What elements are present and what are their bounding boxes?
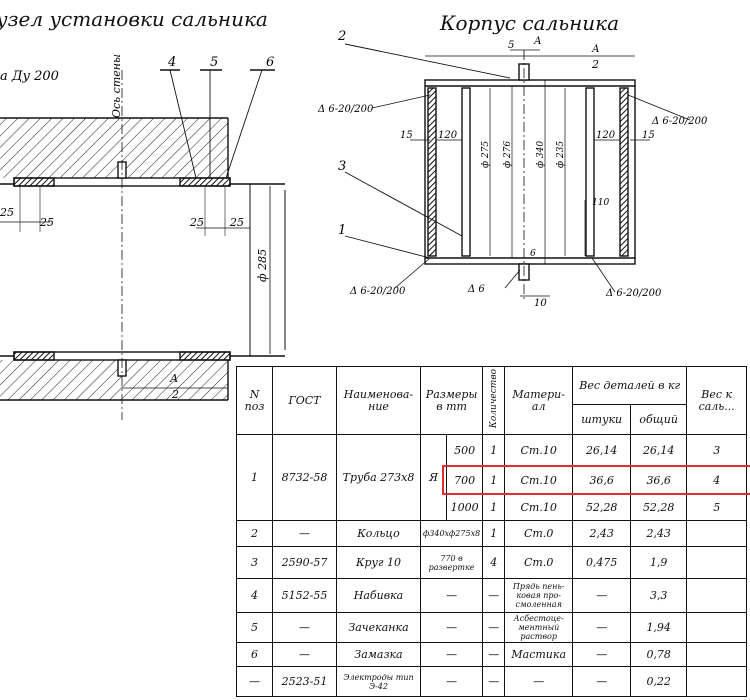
dim-d276: ф 276 bbox=[503, 141, 513, 168]
table-row: 6 — Замазка — — Мастика — 0,78 bbox=[236, 642, 748, 667]
dim-15-left: 15 bbox=[400, 130, 413, 141]
pipe-label: а Ду 200 bbox=[0, 69, 59, 84]
dim-120-left: 120 bbox=[438, 130, 458, 141]
dim-5: 5 bbox=[508, 40, 514, 51]
dim-120-right: 120 bbox=[596, 130, 616, 141]
callout-4: 4 bbox=[167, 55, 176, 70]
header-row: N поз ГОСТ Наименова- ние Размеры в mm К… bbox=[236, 366, 748, 435]
highlight-box bbox=[442, 465, 750, 495]
callout-5: 5 bbox=[210, 55, 218, 70]
weld-bottom-right: Δ 6-20/200 bbox=[605, 288, 662, 299]
dim-25-c: 25 bbox=[189, 216, 204, 229]
weld-top-left: Δ 6-20/200 bbox=[317, 104, 374, 115]
dim-25-a: 25 bbox=[0, 206, 14, 219]
section-label: А bbox=[169, 372, 178, 385]
weld-top-right: Δ 6-20/200 bbox=[651, 116, 708, 127]
callout-6: 6 bbox=[266, 55, 274, 70]
table-row: 4 5152-55 Набивка — — Прядь пень- ковая … bbox=[236, 578, 748, 613]
header-weight-each: штуки bbox=[572, 404, 632, 435]
table-row: — 2523-51 Электроды тип Э-42 — — — — 0,2… bbox=[236, 666, 748, 697]
header-gost: ГОСТ bbox=[272, 366, 337, 435]
title-right: Корпус сальника bbox=[439, 11, 619, 35]
dim-6: 6 bbox=[530, 249, 536, 259]
table-row: 5 — Зачеканка — — Асбестоце- ментный рас… bbox=[236, 612, 748, 643]
table-row: 3 2590-57 Круг 10 770 в развертке 4 Ст.0… bbox=[236, 546, 748, 579]
header-size: Размеры в mm bbox=[419, 366, 484, 435]
header-extra: Вес к саль... bbox=[686, 366, 748, 435]
section-a-2: А bbox=[591, 44, 600, 55]
header-pos: N поз bbox=[236, 366, 273, 435]
table-row: 2 — Кольцо ф340хф275х8 1 Ст.0 2,43 2,43 bbox=[236, 520, 748, 547]
left-view bbox=[0, 69, 286, 420]
dim-2-top: 2 bbox=[591, 58, 599, 71]
table-row: 1 8732-58 Труба 273x8 Я 500 1 Ст.10 26,1… bbox=[236, 434, 748, 521]
header-material: Матери- ал bbox=[504, 366, 574, 435]
header-weight-group: Вес деталей в кг bbox=[572, 366, 688, 405]
dim-d340: ф 340 bbox=[536, 141, 546, 168]
dim-25-d: 25 bbox=[229, 216, 244, 229]
weld-bottom-center: Δ 6 bbox=[467, 284, 485, 295]
header-weight-total: общий bbox=[630, 404, 688, 435]
dim-2: 2 bbox=[171, 388, 179, 401]
dim-d235: ф 235 bbox=[556, 141, 566, 168]
weld-bottom-left: Δ 6-20/200 bbox=[349, 286, 406, 297]
dim-15-right: 15 bbox=[642, 130, 655, 141]
callout-2: 2 bbox=[337, 29, 346, 44]
specification-table: N поз ГОСТ Наименова- ние Размеры в mm К… bbox=[236, 366, 748, 697]
dim-d285: ф 285 bbox=[256, 249, 269, 282]
dim-10: 10 bbox=[534, 298, 547, 309]
callout-1: 1 bbox=[338, 223, 346, 238]
header-name: Наименова- ние bbox=[336, 366, 421, 435]
dim-25-b: 25 bbox=[39, 216, 54, 229]
dim-110: 110 bbox=[592, 198, 609, 208]
right-view bbox=[344, 43, 691, 300]
callout-3: 3 bbox=[338, 159, 346, 174]
section-a-1: А bbox=[533, 36, 542, 47]
table-row: 1000 1 Ст.10 52,28 52,28 5 bbox=[237, 494, 748, 521]
dim-d275: ф 275 bbox=[481, 141, 491, 168]
title-left: узел установки сальника bbox=[0, 7, 268, 31]
wall-axis-label: Ось стены bbox=[110, 54, 123, 118]
header-qty: Количество bbox=[482, 366, 506, 435]
